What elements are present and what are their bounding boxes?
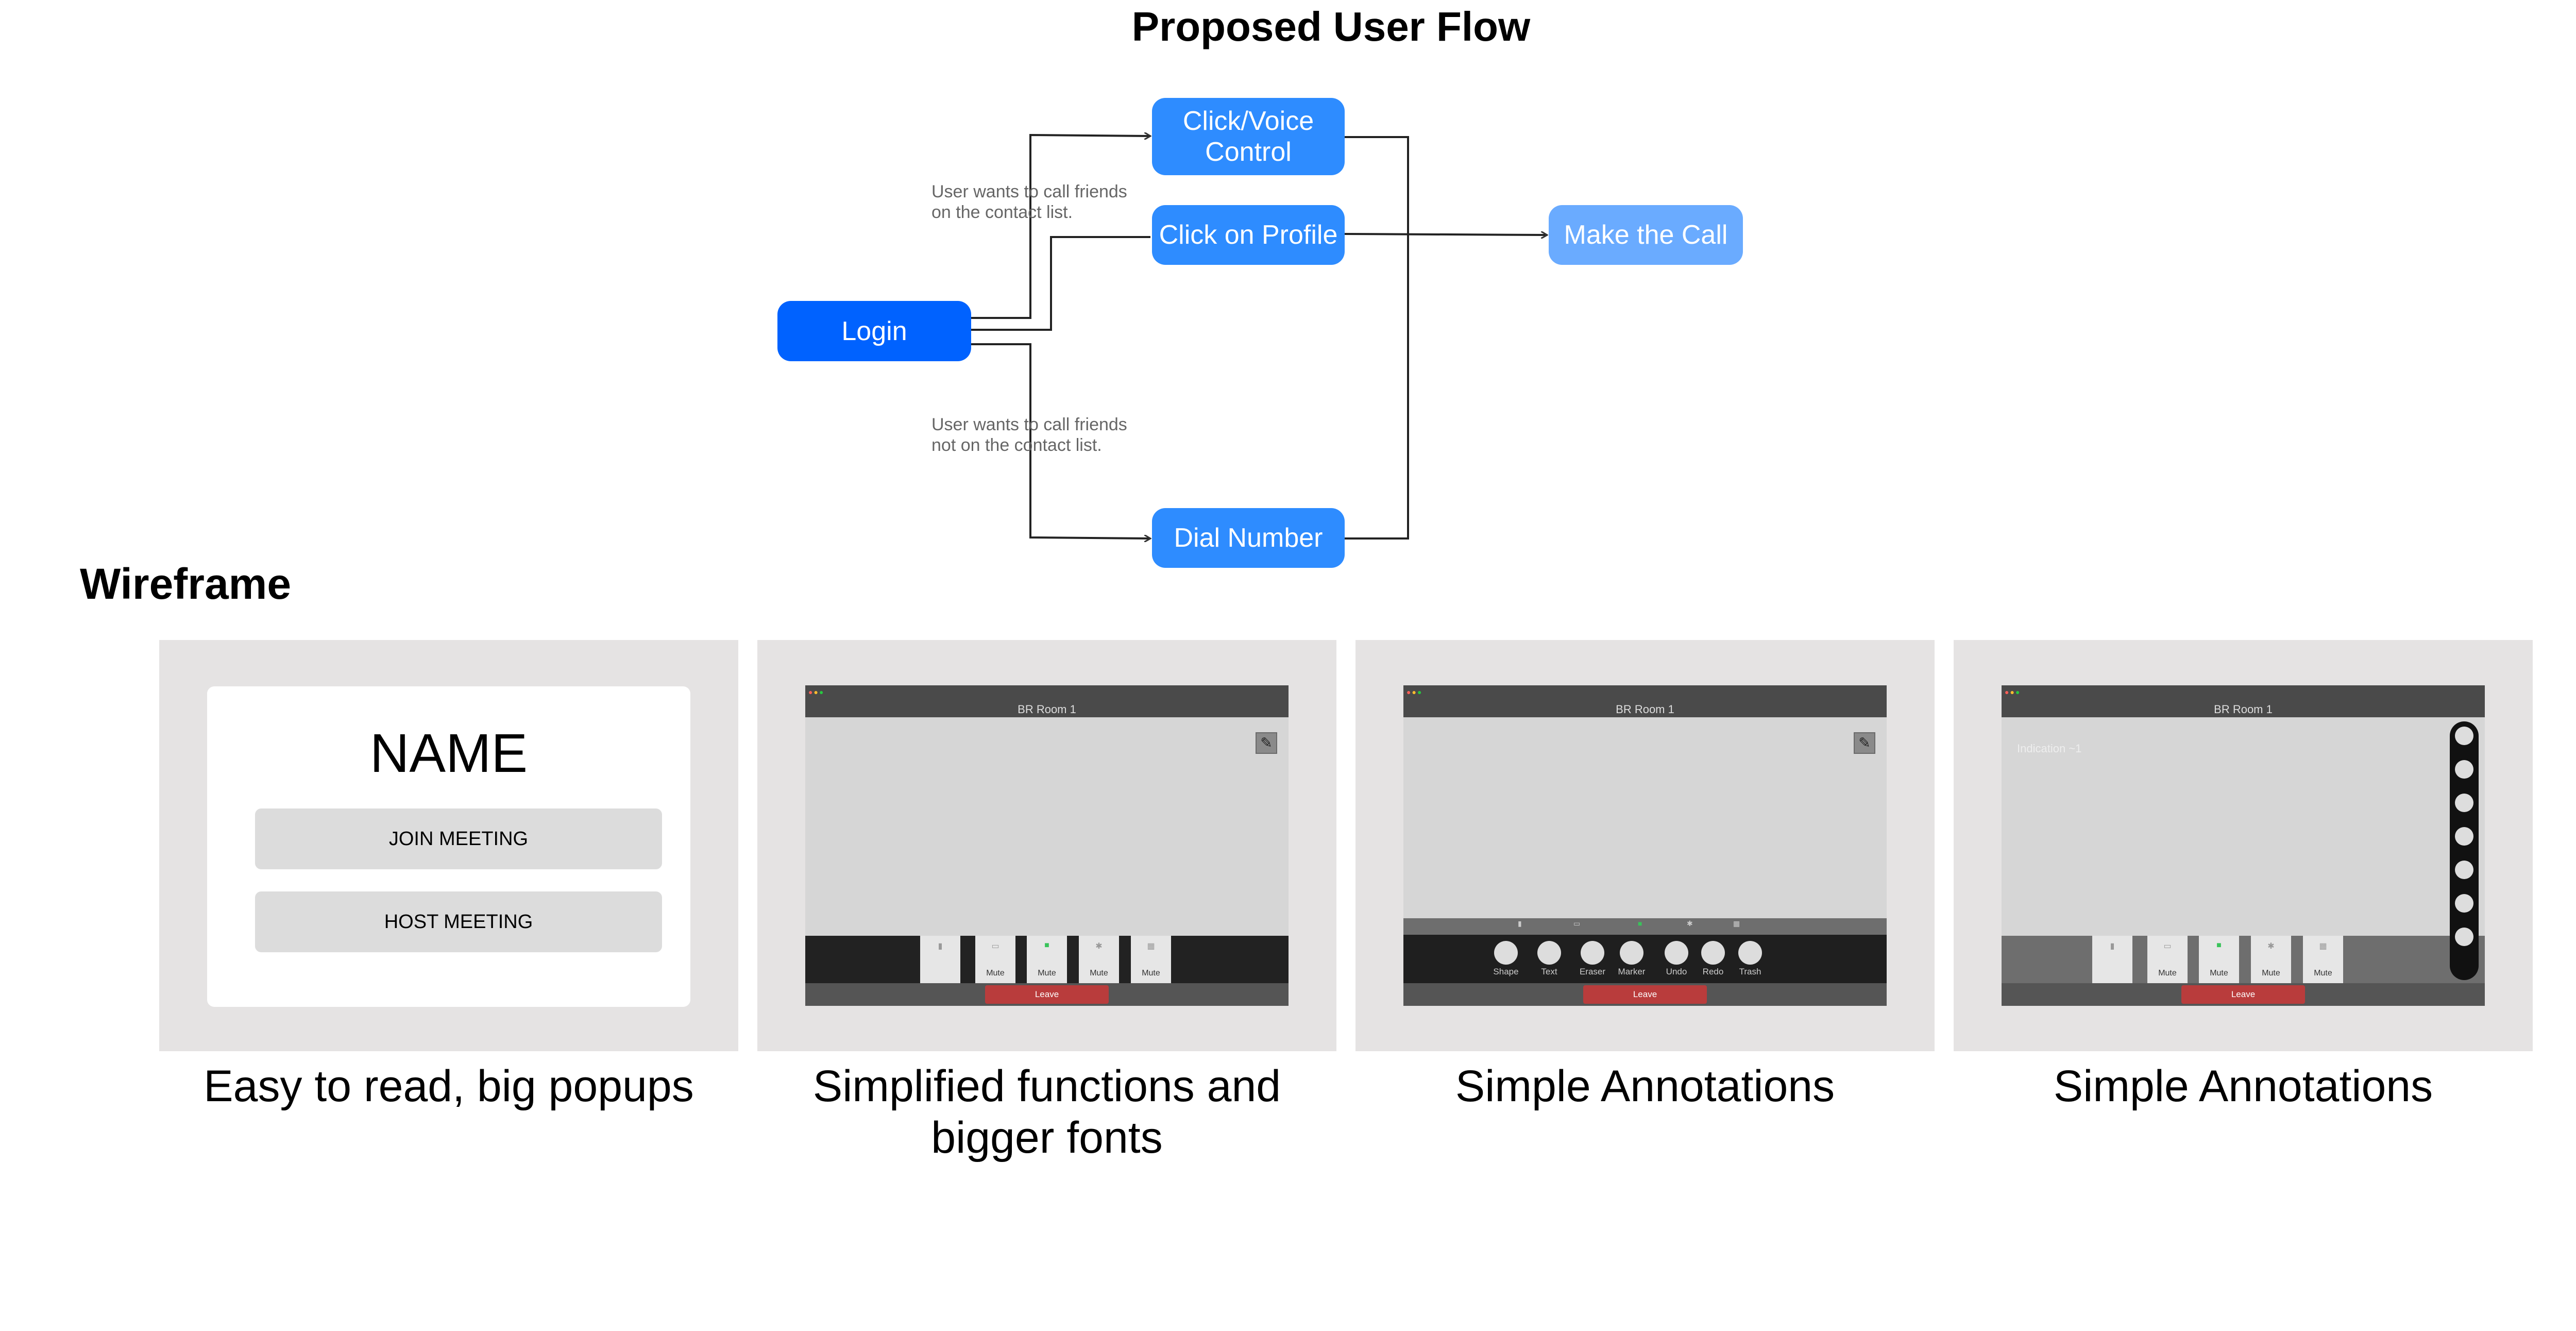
meeting-window: ●●● BR Room 1 ✎ ▮ ▭Mute ■Mute ✱Mute ▦Mut… (805, 685, 1289, 1006)
tool-button[interactable] (2455, 760, 2473, 779)
control-bar: ▮ ▭Mute ■Mute ✱Mute ▦Mute (805, 936, 1289, 983)
tool-eraser[interactable]: Eraser (1574, 941, 1611, 977)
grid-icon: ▦ (2319, 942, 2327, 951)
leave-button[interactable]: Leave (1583, 985, 1707, 1004)
tool-redo[interactable]: Redo (1695, 941, 1731, 977)
control-bar: ▮ ▭Mute ■Mute ✱Mute ▦Mute (2002, 936, 2485, 983)
video-icon[interactable]: ▭ (1573, 919, 1581, 928)
room-title: BR Room 1 (2214, 703, 2273, 716)
connector-login-to-profile (971, 236, 1150, 331)
marker-tool-icon (1620, 941, 1643, 965)
shape-tool-icon (1494, 941, 1518, 965)
page-title: Proposed User Flow (1131, 4, 1531, 49)
undo-tool-icon (1665, 941, 1688, 965)
tool-text[interactable]: Text (1531, 941, 1567, 977)
mic-control[interactable]: ▮ (2092, 936, 2132, 983)
gear-icon[interactable]: ✱ (1687, 919, 1693, 928)
trash-tool-icon (1738, 941, 1762, 965)
tool-shape[interactable]: Shape (1488, 941, 1524, 977)
video-control[interactable]: ▭Mute (975, 936, 1015, 983)
wireframe-card-annotations-vertical: ●●● BR Room 1 Indication ~1 ▮ ▭Mute ■Mut… (1954, 640, 2533, 1051)
connector-login-to-dial (971, 343, 1150, 538)
microphone-icon[interactable]: ▮ (1518, 919, 1522, 928)
window-traffic-lights[interactable]: ●●● (808, 688, 825, 696)
bottom-bar: Leave (805, 983, 1289, 1006)
share-icon[interactable]: ■ (1638, 919, 1642, 928)
connector-login-to-click-voice (971, 135, 1150, 319)
caption-card-1: Easy to read, big popups (204, 1062, 694, 1111)
tool-undo[interactable]: Undo (1658, 941, 1694, 977)
name-popup: NAME JOIN MEETING HOST MEETING (207, 686, 690, 1007)
video-icon: ▭ (991, 942, 999, 951)
leave-button[interactable]: Leave (2181, 985, 2305, 1004)
share-control[interactable]: ■Mute (1027, 936, 1067, 983)
connector-click-voice-merge (1345, 136, 1409, 540)
grid-control[interactable]: ▦Mute (1131, 936, 1171, 983)
bottom-bar: Leave (2002, 983, 2485, 1006)
note-on-contact-list: User wants to call friends on the contac… (931, 182, 1127, 222)
share-icon: ■ (1044, 941, 1049, 950)
wireframe-card-simplified: ●●● BR Room 1 ✎ ▮ ▭Mute ■Mute ✱Mute ▦Mut… (757, 640, 1336, 1051)
microphone-icon: ▮ (2110, 942, 2115, 951)
settings-control[interactable]: ✱Mute (1079, 936, 1119, 983)
window-titlebar: ●●● BR Room 1 (805, 685, 1289, 717)
tool-button[interactable] (2455, 794, 2473, 812)
host-meeting-button[interactable]: HOST MEETING (255, 891, 662, 952)
grid-control[interactable]: ▦Mute (2303, 936, 2343, 983)
node-click-voice-control[interactable]: Click/Voice Control (1152, 98, 1345, 175)
mic-control[interactable]: ▮ (920, 936, 960, 983)
eraser-tool-icon (1581, 941, 1604, 965)
bottom-bar: Leave (1403, 983, 1887, 1006)
popup-name: NAME (369, 723, 528, 784)
wireframe-card-popup: NAME JOIN MEETING HOST MEETING (159, 640, 738, 1051)
window-titlebar: ●●● BR Room 1 (2002, 685, 2485, 717)
gear-icon: ✱ (2267, 942, 2275, 951)
microphone-icon: ▮ (938, 942, 943, 951)
node-make-the-call[interactable]: Make the Call (1549, 205, 1743, 265)
connector-to-make-call (1344, 234, 1547, 235)
node-dial-number[interactable]: Dial Number (1152, 508, 1345, 568)
control-icon-strip: ▮ ▭ ■ ✱ ▦ (1403, 918, 1887, 935)
window-titlebar: ●●● BR Room 1 (1403, 685, 1887, 717)
node-login[interactable]: Login (777, 301, 971, 361)
annotation-toolbar: Shape Text Eraser Marker Undo Redo Trash (1403, 935, 1887, 984)
meeting-window-annotations: ●●● BR Room 1 ✎ ▮ ▭ ■ ✱ ▦ Shape Text Era… (1403, 685, 1887, 1006)
wireframe-card-annotations: ●●● BR Room 1 ✎ ▮ ▭ ■ ✱ ▦ Shape Text Era… (1355, 640, 1935, 1051)
tool-trash[interactable]: Trash (1732, 941, 1768, 977)
pencil-icon[interactable]: ✎ (1854, 732, 1875, 754)
video-control[interactable]: ▭Mute (2147, 936, 2188, 983)
tool-button[interactable] (2455, 727, 2473, 745)
redo-tool-icon (1701, 941, 1725, 965)
indication-label: Indication ~1 (2017, 742, 2082, 755)
gear-icon: ✱ (1095, 942, 1103, 951)
settings-control[interactable]: ✱Mute (2251, 936, 2291, 983)
tool-button[interactable] (2455, 861, 2473, 879)
pencil-icon[interactable]: ✎ (1256, 732, 1277, 754)
tool-button[interactable] (2455, 894, 2473, 913)
meeting-window-vertical-tools: ●●● BR Room 1 Indication ~1 ▮ ▭Mute ■Mut… (2002, 685, 2485, 1006)
caption-card-4: Simple Annotations (2053, 1062, 2433, 1111)
share-icon: ■ (2216, 941, 2222, 950)
vertical-annotation-toolbar (2450, 721, 2479, 980)
window-traffic-lights[interactable]: ●●● (1406, 688, 1423, 696)
window-traffic-lights[interactable]: ●●● (2005, 688, 2021, 696)
room-title: BR Room 1 (1018, 703, 1076, 716)
video-icon: ▭ (2163, 942, 2172, 951)
grid-icon[interactable]: ▦ (1733, 919, 1740, 928)
note-not-on-contact-list: User wants to call friends not on the co… (931, 415, 1127, 455)
wireframe-title: Wireframe (80, 560, 292, 608)
text-tool-icon (1537, 941, 1561, 965)
tool-marker[interactable]: Marker (1614, 941, 1650, 977)
room-title: BR Room 1 (1616, 703, 1674, 716)
caption-card-3: Simple Annotations (1455, 1062, 1835, 1111)
tool-button[interactable] (2455, 928, 2473, 946)
tool-button[interactable] (2455, 827, 2473, 846)
join-meeting-button[interactable]: JOIN MEETING (255, 808, 662, 869)
node-click-on-profile[interactable]: Click on Profile (1152, 205, 1345, 265)
caption-card-2: Simplified functions and bigger fonts (812, 1062, 1281, 1162)
leave-button[interactable]: Leave (985, 985, 1109, 1004)
share-control[interactable]: ■Mute (2199, 936, 2239, 983)
grid-icon: ▦ (1147, 942, 1155, 951)
